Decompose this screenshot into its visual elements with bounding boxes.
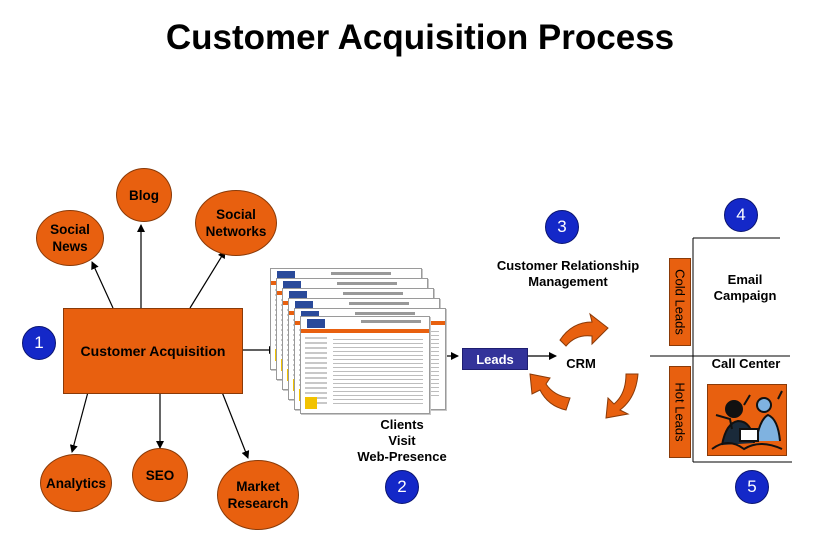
oval-label: SEO [145,467,175,483]
step-number-3: 3 [545,210,579,244]
leads-box: Leads [462,348,528,370]
cycle-arrow-icon [529,373,571,411]
cycle-arrow-icon [559,312,609,347]
hot-leads-label: Hot Leads [672,382,688,442]
webpage-thumbnail-icon [300,316,430,414]
oval-label: Social Networks [205,207,267,239]
oval-label: Analytics [45,475,107,491]
oval-analytics: Analytics [40,454,112,512]
customer-acquisition-box: Customer Acquisition [63,308,243,394]
step-number-2: 2 [385,470,419,504]
cold-leads-label: Cold Leads [672,269,688,335]
clients-visit-label: Clients Visit Web-Presence [357,417,447,464]
oval-label: Blog [129,187,159,203]
oval-blog: Blog [116,168,172,222]
arrow-icon [221,391,250,459]
hot-leads-tab: Hot Leads [669,366,691,458]
arrow-icon [189,250,226,309]
call-center-label: Call Center [711,356,781,371]
call-center-illustration-icon [707,384,787,456]
step-number-4: 4 [724,198,758,232]
oval-seo: SEO [132,448,188,502]
arrow-icon [91,261,114,309]
leads-label: Leads [476,351,514,367]
webpage-stack [270,268,446,418]
cold-leads-tab: Cold Leads [669,258,691,346]
center-box-label: Customer Acquisition [80,343,226,359]
oval-social-news: Social News [36,210,104,266]
cycle-arrow-icon [605,373,639,419]
oval-label: Social News [50,222,90,254]
crm-label: CRM [566,356,596,371]
oval-label: Market Research [227,479,289,511]
step-number-1: 1 [22,326,56,360]
step-number-5: 5 [735,470,769,504]
page-title: Customer Acquisition Process [165,18,675,57]
crm-title: Customer Relationship Management [496,258,640,289]
arrow-icon [69,391,89,453]
oval-social-networks: Social Networks [195,190,277,256]
oval-market-research: Market Research [217,460,299,530]
email-campaign-label: Email Campaign [713,272,777,303]
call-center-illustration-icon [708,385,786,455]
